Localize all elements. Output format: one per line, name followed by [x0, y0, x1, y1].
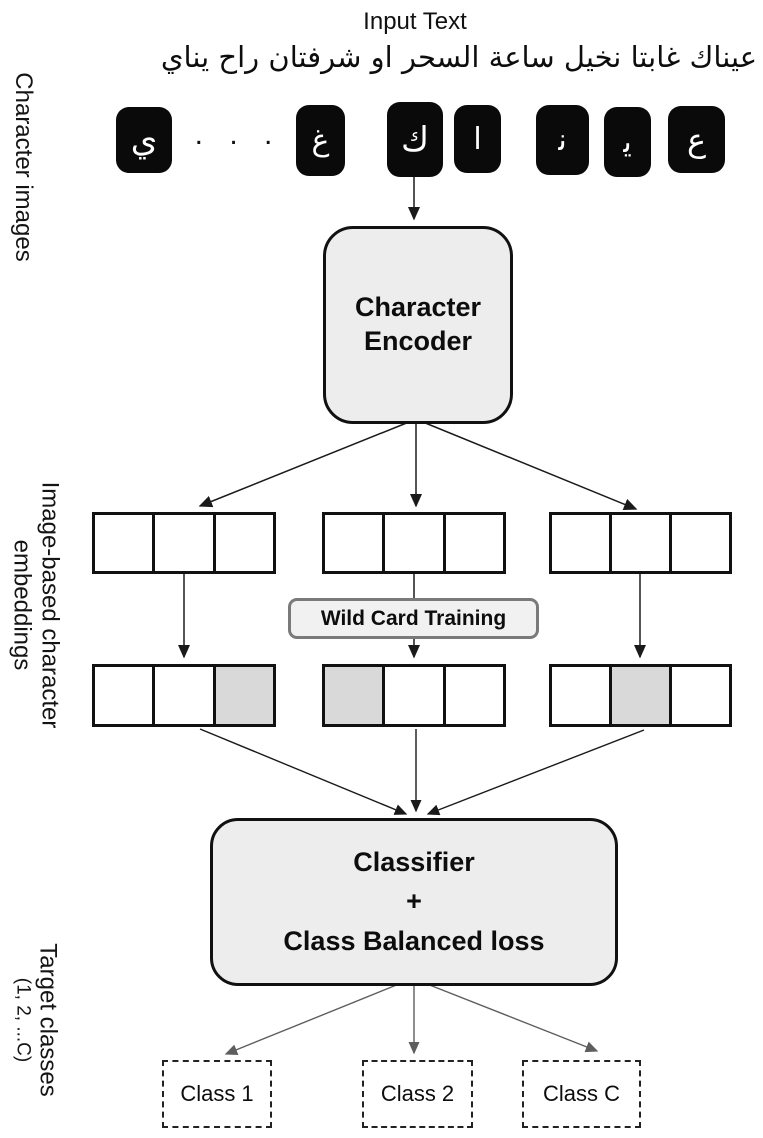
embedding-cell-masked: [609, 664, 672, 727]
character-tile: ي: [116, 107, 172, 173]
side-label-line: Image-based character: [36, 481, 64, 729]
classifier-box: Classifier + Class Balanced loss: [210, 818, 618, 986]
side-label-line: (1, 2, ...C): [13, 977, 35, 1063]
class-box-c: Class C: [522, 1060, 641, 1128]
arrow-left-to-classifier: [199, 728, 408, 815]
side-label-line: Character images: [9, 72, 37, 262]
wildcard-training-label: Wild Card Training: [320, 606, 507, 630]
character-tile: ع: [668, 106, 725, 173]
character-tile: ا: [454, 105, 501, 173]
embedding-cell: [669, 512, 732, 574]
wildcard-training-box: Wild Card Training: [288, 598, 539, 639]
embedding-cell: [669, 664, 732, 727]
embedding-cell: [92, 664, 156, 727]
class-box-2: Class 2: [362, 1060, 473, 1128]
arrow-classifier-to-class1: [224, 981, 405, 1055]
classifier-label-line: Class Balanced loss: [283, 925, 545, 956]
character-encoder-label: Character Encoder: [354, 292, 482, 356]
character-tile: ﻳ: [604, 107, 651, 177]
arrow-classifier-to-classC: [421, 981, 599, 1053]
side-label-target-classes: Target classes (1, 2, ...C): [12, 943, 62, 1097]
embedding-group-row2-left: [92, 664, 276, 727]
embedding-cell: [152, 664, 216, 727]
character-tile-highlighted: ك: [387, 102, 443, 177]
side-label-character-images: Character images: [9, 72, 37, 261]
arabic-sentence: عيناك غابتا نخيل ساعة السحر او شرفتان را…: [160, 40, 757, 74]
class-box-label: Class C: [542, 1081, 620, 1106]
character-encoder-box: Character Encoder: [323, 226, 513, 424]
embedding-cell: [442, 664, 506, 727]
embedding-cell: [549, 664, 612, 727]
embedding-cell: [92, 512, 156, 574]
side-label-line: Target classes: [34, 943, 62, 1097]
character-tile: ﻧ: [536, 105, 589, 175]
embedding-cell: [382, 664, 446, 727]
input-text-title: Input Text: [363, 8, 467, 35]
embedding-cell: [549, 512, 612, 574]
embedding-group-row2-right: [549, 664, 732, 727]
embedding-group-row2-center: [322, 664, 506, 727]
embedding-cell: [322, 512, 386, 574]
class-box-label: Class 2: [380, 1081, 455, 1106]
side-label-embeddings: Image-based character embeddings: [8, 481, 64, 729]
side-label-line: embeddings: [9, 539, 36, 671]
embedding-cell: [152, 512, 216, 574]
embedding-cell: [382, 512, 446, 574]
class-box-1: Class 1: [162, 1060, 272, 1128]
classifier-label-line: +: [406, 886, 422, 917]
embedding-cell-masked: [212, 664, 276, 727]
arrow-encoder-to-left: [198, 419, 415, 508]
ellipsis-dots: . . .: [194, 118, 282, 151]
character-tile: غ: [296, 105, 345, 176]
embedding-group-row1-center: [322, 512, 506, 574]
class-box-label: Class 1: [180, 1081, 254, 1106]
arrow-encoder-to-right: [417, 419, 638, 511]
embedding-cell: [609, 512, 672, 574]
classifier-label-line: Classifier: [353, 847, 475, 878]
embedding-cell-masked: [322, 664, 386, 727]
embedding-cell: [212, 512, 276, 574]
embedding-group-row1-right: [549, 512, 732, 574]
embedding-group-row1-left: [92, 512, 276, 574]
embedding-cell: [442, 512, 506, 574]
arrow-right-to-classifier: [426, 729, 645, 816]
